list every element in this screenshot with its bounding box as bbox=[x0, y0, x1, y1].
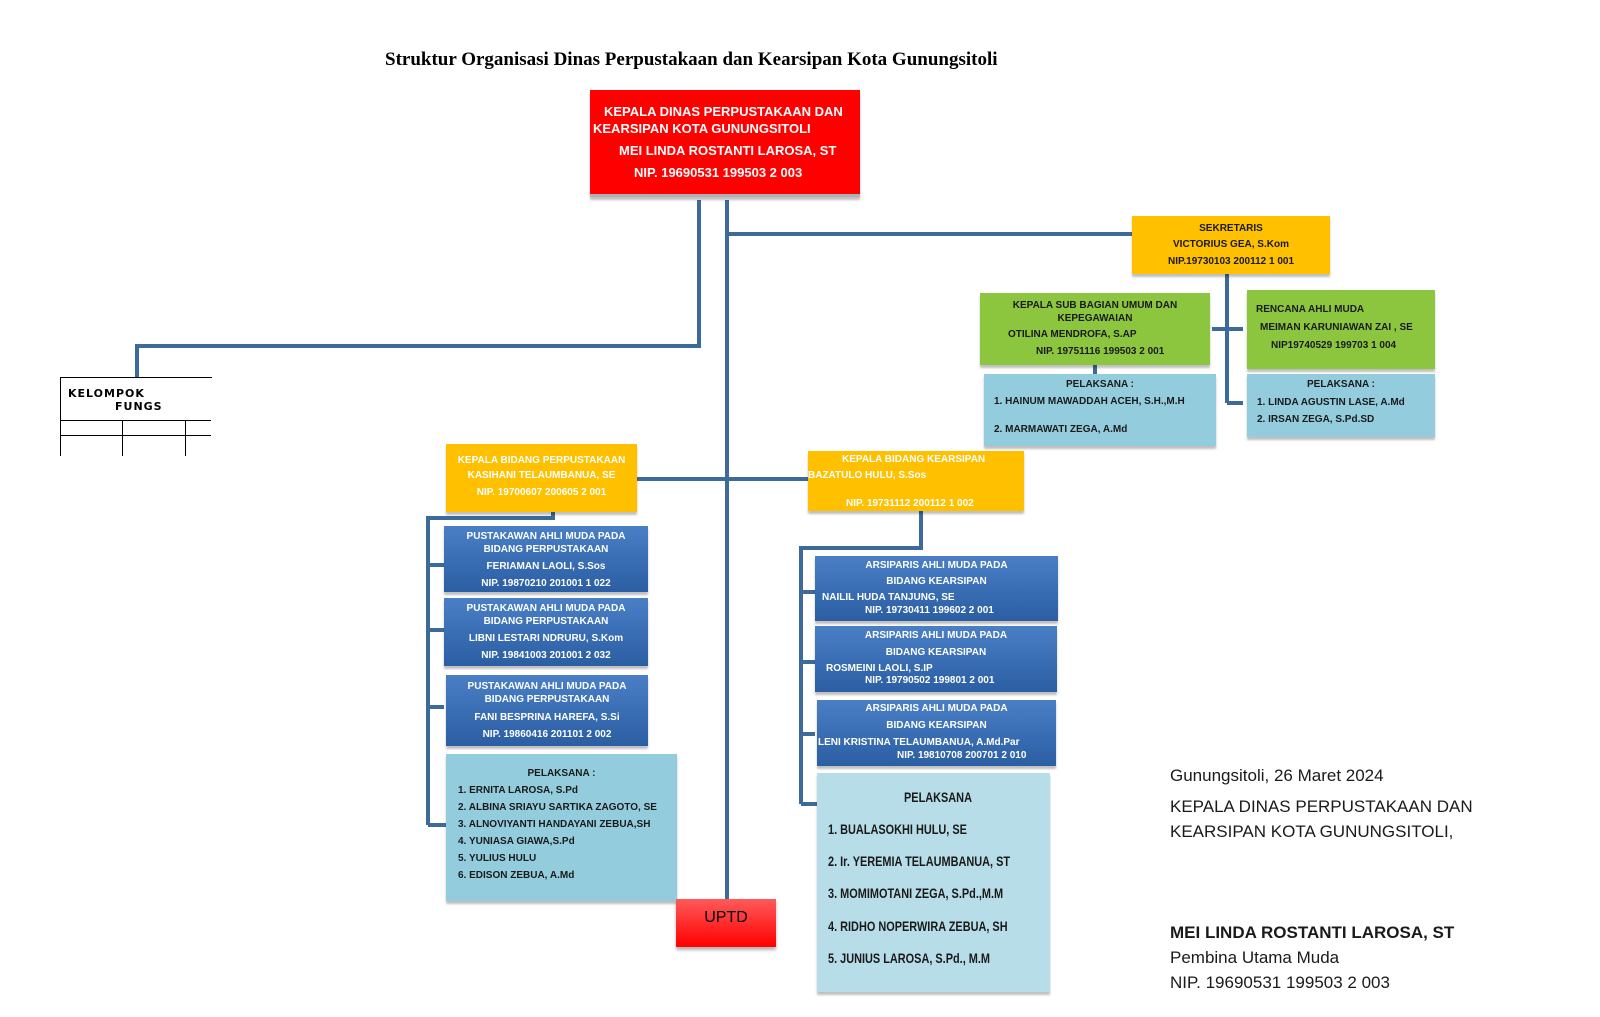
pelaksana-rencana-title: PELAKSANA : bbox=[1307, 379, 1375, 390]
pelaksana-perpustakaan-item: 3. ALNOVIYANTI HANDAYANI ZEBUA,SH bbox=[458, 819, 651, 830]
rencana-nip: NIP19740529 199703 1 004 bbox=[1271, 340, 1397, 351]
pustakawan-nip: NIP. 19870210 201001 1 022 bbox=[481, 578, 611, 589]
sekretaris-box: SEKRETARIS VICTORIUS GEA, S.Kom NIP.1973… bbox=[1132, 216, 1330, 274]
subbag-box: KEPALA SUB BAGIAN UMUM DAN KEPEGAWAIAN O… bbox=[980, 293, 1210, 365]
signature-title-line2: KEARSIPAN KOTA GUNUNGSITOLI, bbox=[1170, 822, 1454, 841]
arsiparis-name: LENI KRISTINA TELAUMBANUA, A.Md.Par bbox=[818, 737, 1020, 748]
signature-title-line1: KEPALA DINAS PERPUSTAKAAN DAN bbox=[1170, 797, 1473, 816]
pelaksana-kearsipan-box: PELAKSANA 1. BUALASOKHI HULU, SE 2. Ir. … bbox=[817, 773, 1050, 992]
arsiparis-box: ARSIPARIS AHLI MUDA PADA BIDANG KEARSIPA… bbox=[817, 700, 1056, 766]
bidang-perpustakaan-title: KEPALA BIDANG PERPUSTAKAAN bbox=[457, 455, 626, 466]
pustakawan-box: PUSTAKAWAN AHLI MUDA PADA BIDANG PERPUST… bbox=[444, 526, 648, 592]
pustakawan-nip: NIP. 19860416 201101 2 002 bbox=[482, 729, 612, 740]
arsiparis-title-line2: BIDANG KEARSIPAN bbox=[886, 720, 987, 731]
sekretaris-title: SEKRETARIS bbox=[1199, 223, 1263, 234]
connector-head-kelompok bbox=[135, 200, 701, 378]
bidang-perpustakaan-box: KEPALA BIDANG PERPUSTAKAAN KASIHANI TELA… bbox=[446, 444, 637, 512]
pelaksana-kearsipan-item: 2. Ir. YEREMIA TELAUMBANUA, ST bbox=[828, 853, 1011, 869]
pelaksana-kearsipan-item: 3. MOMIMOTANI ZEGA, S.Pd.,M.M bbox=[828, 885, 1004, 901]
pustakawan-name: LIBNI LESTARI NDRURU, S.Kom bbox=[468, 633, 624, 644]
pelaksana-perpustakaan-item: 4. YUNIASA GIAWA,S.Pd bbox=[458, 836, 575, 847]
pustakawan-title-line2: BIDANG PERPUSTAKAAN bbox=[483, 544, 609, 555]
rencana-title: RENCANA AHLI MUDA bbox=[1256, 304, 1365, 315]
arsiparis-title-line1: ARSIPARIS AHLI MUDA PADA bbox=[864, 630, 1008, 641]
bidang-kearsipan-nip: NIP. 19731112 200112 1 002 bbox=[846, 498, 974, 509]
arsiparis-name: ROSMEINI LAOLI, S.IP bbox=[826, 663, 933, 674]
subbag-title-line2: KEPEGAWAIAN bbox=[1057, 313, 1133, 324]
pustakawan-title-line1: PUSTAKAWAN AHLI MUDA PADA bbox=[467, 681, 627, 692]
pelaksana-perpustakaan-item: 6. EDISON ZEBUA, A.Md bbox=[458, 870, 575, 881]
head-name: MEI LINDA ROSTANTI LAROSA, ST bbox=[619, 143, 837, 158]
bidang-perpustakaan-name: KASIHANI TELAUMBANUA, SE bbox=[467, 470, 616, 481]
pelaksana-kearsipan-item: 5. JUNIUS LAROSA, S.Pd., M.M bbox=[828, 950, 991, 966]
pelaksana-rencana-item: 2. IRSAN ZEGA, S.Pd.SD bbox=[1257, 414, 1375, 425]
subbag-nip: NIP. 19751116 199503 2 001 bbox=[1036, 346, 1165, 357]
kelompok-line2: FUNGS bbox=[115, 400, 163, 413]
kelompok-line1: KELOMPOK bbox=[68, 387, 145, 400]
arsiparis-title-line1: ARSIPARIS AHLI MUDA PADA bbox=[865, 703, 1008, 714]
arsiparis-title-line2: BIDANG KEARSIPAN bbox=[886, 576, 987, 587]
sekretaris-name: VICTORIUS GEA, S.Kom bbox=[1173, 239, 1289, 250]
head-title-line1: KEPALA DINAS PERPUSTAKAAN DAN bbox=[604, 104, 843, 119]
kelompok-fungsional-table: KELOMPOK FUNGS bbox=[60, 377, 212, 456]
pelaksana-rencana-box: PELAKSANA : 1. LINDA AGUSTIN LASE, A.Md … bbox=[1247, 374, 1435, 437]
pustakawan-title-line1: PUSTAKAWAN AHLI MUDA PADA bbox=[466, 603, 626, 614]
uptd-label: UPTD bbox=[704, 909, 748, 926]
arsiparis-title-line2: BIDANG KEARSIPAN bbox=[885, 647, 987, 658]
rencana-box: RENCANA AHLI MUDA MEIMAN KARUNIAWAN ZAI … bbox=[1247, 290, 1435, 369]
subbag-name: OTILINA MENDROFA, S.AP bbox=[1008, 329, 1137, 340]
bidang-kearsipan-title: KEPALA BIDANG KEARSIPAN bbox=[842, 454, 986, 465]
arsiparis-title-line1: ARSIPARIS AHLI MUDA PADA bbox=[865, 560, 1008, 571]
signature-name: MEI LINDA ROSTANTI LAROSA, ST bbox=[1170, 923, 1455, 942]
pelaksana-subbag-item: 1. HAINUM MAWADDAH ACEH, S.H.,M.H bbox=[994, 396, 1185, 407]
pelaksana-perpustakaan-box: PELAKSANA : 1. ERNITA LAROSA, S.Pd 2. AL… bbox=[446, 754, 677, 901]
head-title-line2: KEARSIPAN KOTA GUNUNGSITOLI bbox=[593, 121, 811, 136]
bidang-perpustakaan-nip: NIP. 19700607 200605 2 001 bbox=[476, 487, 607, 498]
pelaksana-subbag-box: PELAKSANA : 1. HAINUM MAWADDAH ACEH, S.H… bbox=[984, 374, 1216, 446]
arsiparis-name: NAILIL HUDA TANJUNG, SE bbox=[822, 592, 955, 603]
pelaksana-perpustakaan-item: 1. ERNITA LAROSA, S.Pd bbox=[458, 785, 579, 796]
pelaksana-perpustakaan-item: 5. YULIUS HULU bbox=[458, 853, 537, 864]
pustakawan-title-line2: BIDANG PERPUSTAKAAN bbox=[483, 616, 609, 627]
pustakawan-box: PUSTAKAWAN AHLI MUDA PADA BIDANG PERPUST… bbox=[446, 675, 648, 746]
head-nip: NIP. 19690531 199503 2 003 bbox=[634, 165, 803, 180]
arsiparis-nip: NIP. 19790502 199801 2 001 bbox=[865, 675, 995, 686]
pelaksana-kearsipan-item: 4. RIDHO NOPERWIRA ZEBUA, SH bbox=[828, 918, 1008, 934]
arsiparis-nip: NIP. 19730411 199602 2 001 bbox=[865, 605, 994, 616]
pustakawan-nip: NIP. 19841003 201001 2 032 bbox=[481, 650, 611, 661]
bidang-kearsipan-name: BAZATULO HULU, S.Sos bbox=[808, 470, 927, 481]
pustakawan-name: FANI BESPRINA HAREFA, S.Si bbox=[474, 712, 620, 723]
pelaksana-subbag-item: 2. MARMAWATI ZEGA, A.Md bbox=[994, 424, 1128, 435]
arsiparis-box: ARSIPARIS AHLI MUDA PADA BIDANG KEARSIPA… bbox=[815, 556, 1058, 621]
arsiparis-nip: NIP. 19810708 200701 2 010 bbox=[897, 750, 1027, 761]
signature-nip: NIP. 19690531 199503 2 003 bbox=[1170, 973, 1390, 992]
pelaksana-kearsipan-title: PELAKSANA bbox=[904, 789, 972, 805]
pustakawan-title-line1: PUSTAKAWAN AHLI MUDA PADA bbox=[466, 531, 626, 542]
uptd-box: UPTD bbox=[676, 899, 776, 947]
pelaksana-subbag-title: PELAKSANA : bbox=[1066, 379, 1134, 390]
sekretaris-nip: NIP.19730103 200112 1 001 bbox=[1167, 256, 1295, 267]
pustakawan-box: PUSTAKAWAN AHLI MUDA PADA BIDANG PERPUST… bbox=[444, 598, 648, 666]
bidang-kearsipan-box: KEPALA BIDANG KEARSIPAN BAZATULO HULU, S… bbox=[808, 451, 1024, 511]
signature-place-date: Gunungsitoli, 26 Maret 2024 bbox=[1170, 766, 1384, 785]
head-box: KEPALA DINAS PERPUSTAKAAN DAN KEARSIPAN … bbox=[590, 90, 860, 197]
pelaksana-rencana-item: 1. LINDA AGUSTIN LASE, A.Md bbox=[1257, 397, 1405, 408]
pelaksana-kearsipan-item: 1. BUALASOKHI HULU, SE bbox=[828, 821, 967, 837]
pelaksana-perpustakaan-item: 2. ALBINA SRIAYU SARTIKA ZAGOTO, SE bbox=[458, 802, 657, 813]
pelaksana-perpustakaan-title: PELAKSANA : bbox=[527, 768, 596, 779]
signature-rank: Pembina Utama Muda bbox=[1170, 948, 1340, 967]
page-title: Struktur Organisasi Dinas Perpustakaan d… bbox=[385, 49, 998, 70]
rencana-name: MEIMAN KARUNIAWAN ZAI , SE bbox=[1260, 322, 1413, 333]
pustakawan-title-line2: BIDANG PERPUSTAKAAN bbox=[484, 694, 610, 705]
arsiparis-box: ARSIPARIS AHLI MUDA PADA BIDANG KEARSIPA… bbox=[815, 626, 1057, 692]
subbag-title-line1: KEPALA SUB BAGIAN UMUM DAN bbox=[1012, 300, 1178, 311]
pustakawan-name: FERIAMAN LAOLI, S.Sos bbox=[486, 561, 606, 572]
